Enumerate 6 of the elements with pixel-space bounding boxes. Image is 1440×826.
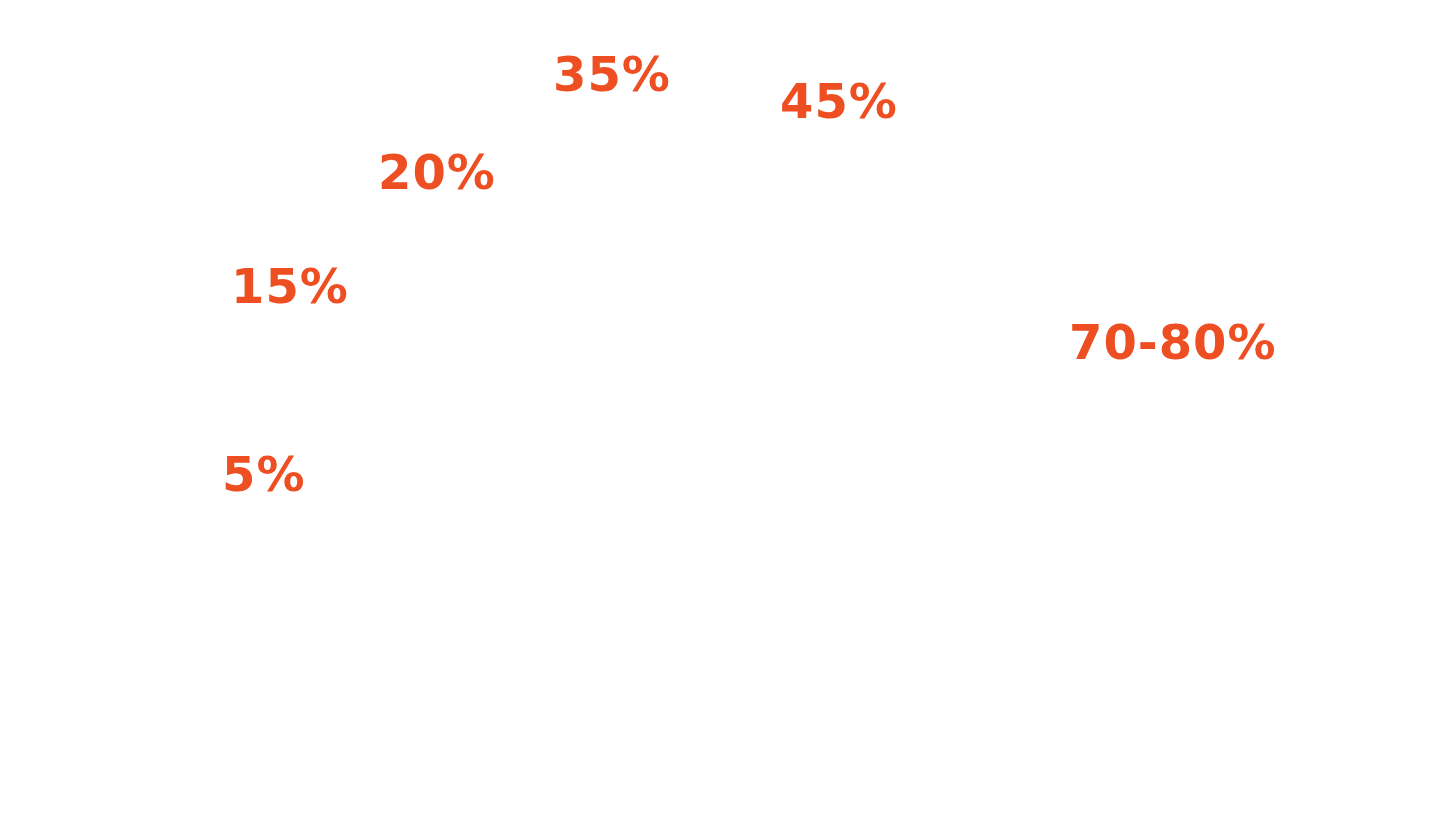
percentage-label: 45% xyxy=(780,77,898,125)
percentage-label: 70-80% xyxy=(1069,318,1277,366)
percentage-label: 5% xyxy=(222,450,306,498)
percentage-label: 35% xyxy=(553,50,671,98)
percentage-label: 15% xyxy=(231,262,349,310)
percentage-label: 20% xyxy=(378,148,496,196)
